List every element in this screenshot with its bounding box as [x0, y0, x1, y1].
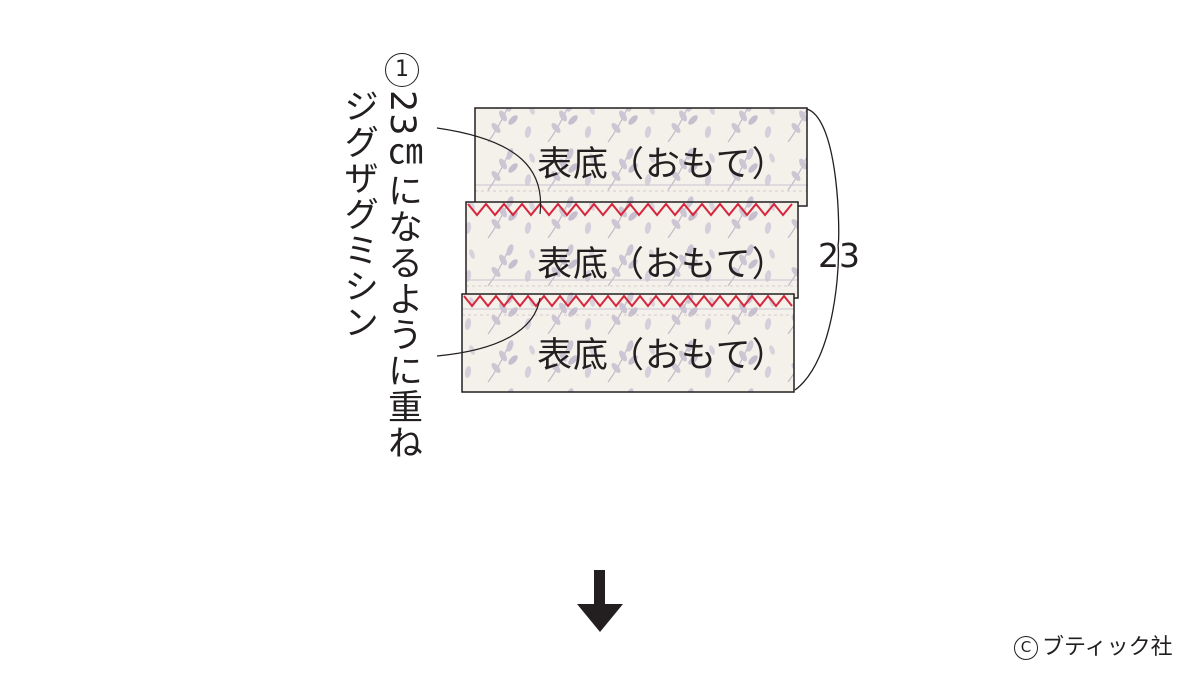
zigzag-stitch-upper	[467, 202, 793, 217]
fabric-panel-bottom	[461, 293, 795, 393]
instruction-text: 23㎝になるように重ね	[382, 90, 422, 461]
fabric-panel-top	[474, 107, 808, 207]
panel-label-bottom: 表底（おもて）	[537, 336, 788, 376]
fabric-panel-middle	[465, 201, 799, 299]
publisher-name: ブティック社	[1042, 635, 1173, 660]
panel-label-middle: 表底（おもて）	[537, 245, 788, 285]
leader-line-lower	[436, 297, 541, 357]
arrow-down-icon	[577, 570, 623, 632]
instruction-text-continued: ジグザグミシン	[338, 88, 378, 340]
dimension-label: 23	[818, 236, 860, 275]
zigzag-stitch-lower	[463, 294, 793, 308]
leader-line-upper	[436, 127, 542, 215]
step-number: 1	[385, 53, 419, 87]
panel-label-top: 表底（おもて）	[537, 145, 788, 185]
copyright-icon: C	[1014, 636, 1038, 660]
dimension-bracket	[794, 108, 840, 391]
